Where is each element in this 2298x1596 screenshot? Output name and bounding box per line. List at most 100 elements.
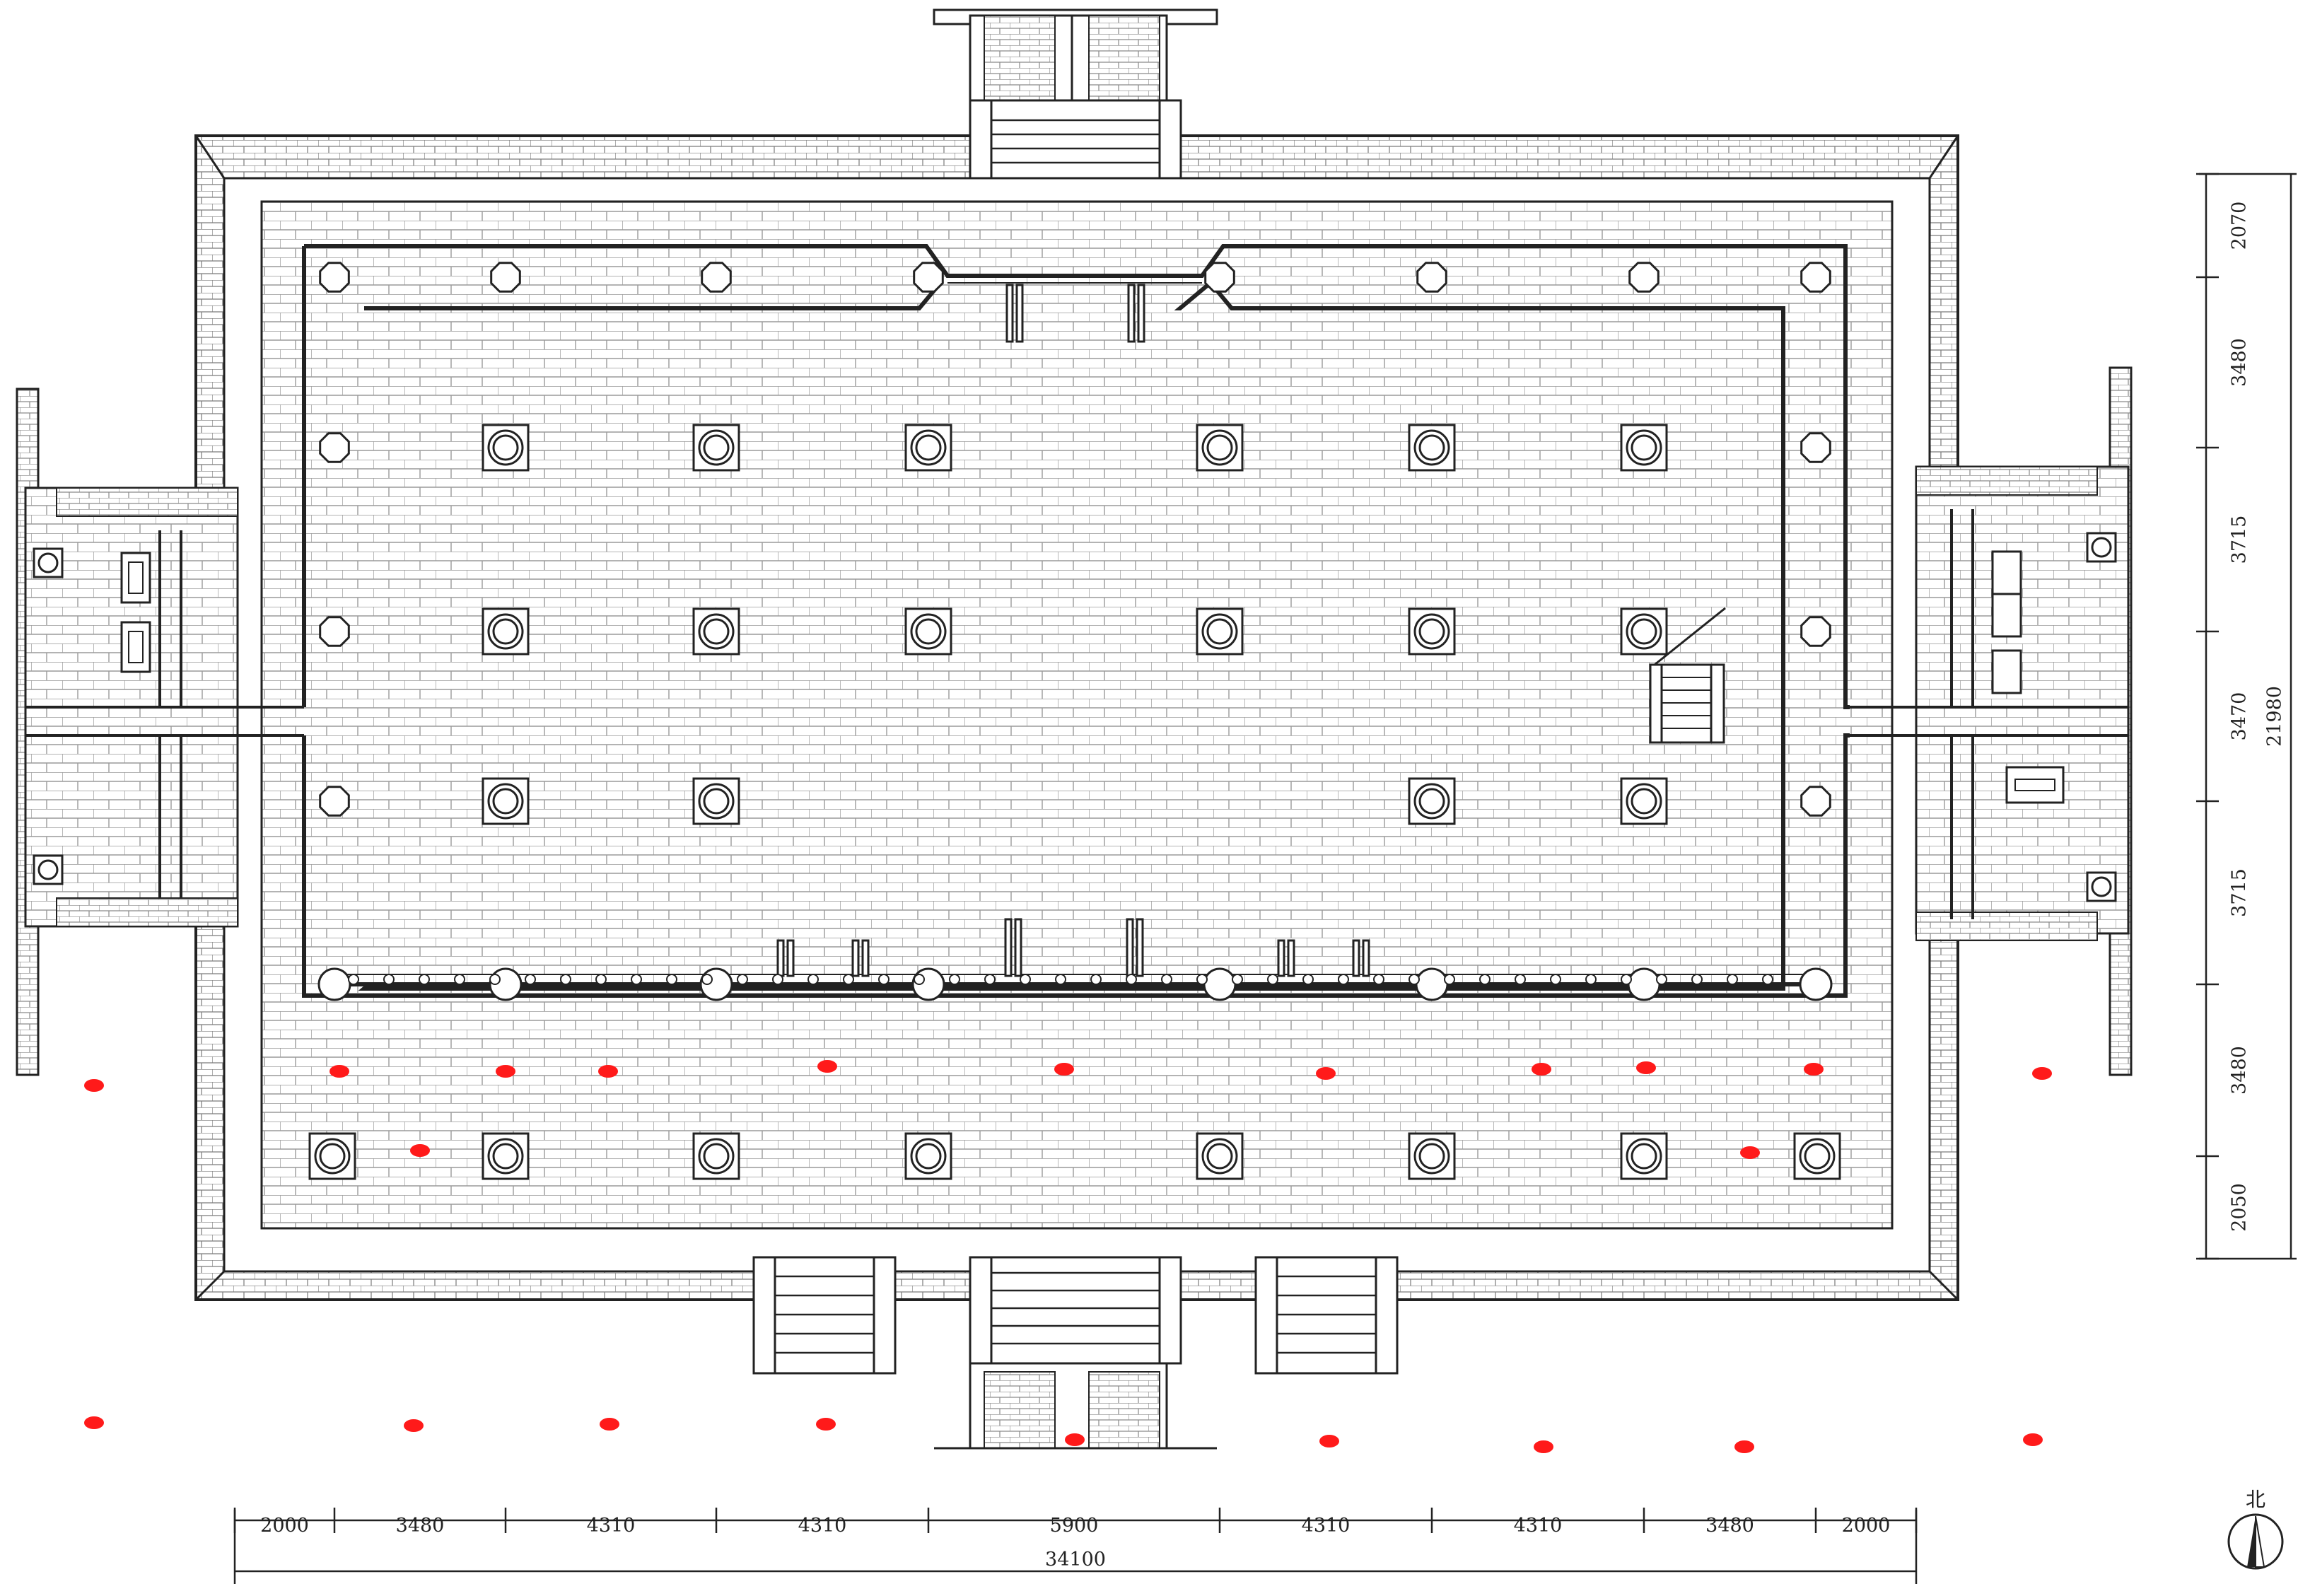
wall-stud [984, 974, 996, 985]
wall-stud [1691, 974, 1703, 985]
wall-stud [1055, 974, 1066, 985]
dimension-label: 3715 [2229, 516, 2251, 564]
front-column [1627, 967, 1661, 1001]
door-frames [776, 284, 1370, 977]
wall-stud [1515, 974, 1526, 985]
south-stairs [752, 1256, 1399, 1450]
red-marker [84, 1079, 104, 1092]
wall-stud [525, 974, 536, 985]
dimension-label: 3480 [2229, 338, 2251, 387]
dimension-label: 3480 [2229, 1046, 2251, 1095]
column-base [1620, 607, 1668, 656]
dimension-label: 3480 [396, 1515, 445, 1537]
front-column [1203, 967, 1237, 1001]
wall-stud [843, 974, 854, 985]
wall-stud [595, 974, 607, 985]
dimension-label: 3480 [1705, 1515, 1754, 1537]
red-marker [84, 1416, 104, 1429]
wall-stud [1020, 974, 1031, 985]
wall-column [1628, 262, 1660, 293]
column-base [1620, 1132, 1668, 1180]
hall-walls [302, 244, 1850, 998]
wall-stud [1550, 974, 1561, 985]
column-base [1408, 777, 1456, 825]
red-marker [496, 1065, 515, 1078]
west-wing [16, 388, 304, 1076]
column-base [692, 1132, 740, 1180]
red-marker [1734, 1440, 1754, 1453]
wall-stud [666, 974, 677, 985]
red-markers [84, 1060, 2052, 1453]
wall-stud [701, 974, 713, 985]
wall-stud [878, 974, 890, 985]
red-marker [817, 1060, 837, 1073]
red-marker [816, 1418, 836, 1431]
wall-stud [914, 974, 925, 985]
front-column [1799, 967, 1833, 1001]
dimension-total: 34100 [1045, 1549, 1106, 1571]
wall-stud [1656, 974, 1667, 985]
red-marker [2032, 1067, 2052, 1080]
wall-stud [1621, 974, 1632, 985]
wall-stud [772, 974, 783, 985]
red-marker [600, 1418, 619, 1431]
north-label: 北 [2246, 1488, 2265, 1511]
wall-stud [419, 974, 430, 985]
wall-column [1800, 616, 1831, 647]
wall-stud [737, 974, 748, 985]
wall-columns [317, 262, 1833, 1001]
wall-column [319, 786, 350, 817]
column-base [482, 1132, 530, 1180]
wall-stud [1267, 974, 1278, 985]
wall-stud [1479, 974, 1491, 985]
wall-stud [489, 974, 501, 985]
red-marker [1319, 1435, 1339, 1448]
red-marker [329, 1065, 349, 1078]
wall-stud [1090, 974, 1102, 985]
east-wing [1850, 366, 2133, 1076]
dimension-label: 4310 [1302, 1515, 1351, 1537]
red-marker [1804, 1063, 1824, 1076]
wall-stud [1302, 974, 1314, 985]
interior-stair [1649, 607, 1726, 744]
wall-column [1800, 786, 1831, 817]
column-base [482, 424, 530, 472]
wall-column [1800, 262, 1831, 293]
wall-column [913, 262, 944, 293]
dimension-label: 5900 [1050, 1515, 1099, 1537]
wall-stud [560, 974, 571, 985]
wall-stud [1373, 974, 1384, 985]
column-base [1620, 777, 1668, 825]
wall-stud [1196, 974, 1208, 985]
wall-stud [807, 974, 819, 985]
dimension-label: 4310 [587, 1515, 636, 1537]
wall-stud [1126, 974, 1137, 985]
north-arrow: 北 [2227, 1488, 2284, 1570]
red-marker [404, 1419, 424, 1432]
wall-stud [631, 974, 642, 985]
red-marker [1532, 1063, 1551, 1076]
wall-column [319, 262, 350, 293]
column-base [904, 607, 952, 656]
wall-stud [949, 974, 960, 985]
column-bases [308, 424, 1841, 1180]
column-base [904, 424, 952, 472]
column-base [904, 1132, 952, 1180]
wall-stud [1444, 974, 1455, 985]
column-base [692, 607, 740, 656]
column-base [482, 777, 530, 825]
red-marker [1065, 1433, 1085, 1446]
dimension-label: 4310 [1514, 1515, 1563, 1537]
wall-stud [1762, 974, 1773, 985]
wall-stud [1727, 974, 1738, 985]
red-marker [1636, 1061, 1656, 1074]
red-marker [410, 1144, 430, 1157]
red-marker [598, 1065, 618, 1078]
red-marker [1534, 1440, 1553, 1453]
column-base [1620, 424, 1668, 472]
wall-column [1204, 262, 1235, 293]
dimension-label: 2000 [1842, 1515, 1891, 1537]
front-column [317, 967, 351, 1001]
